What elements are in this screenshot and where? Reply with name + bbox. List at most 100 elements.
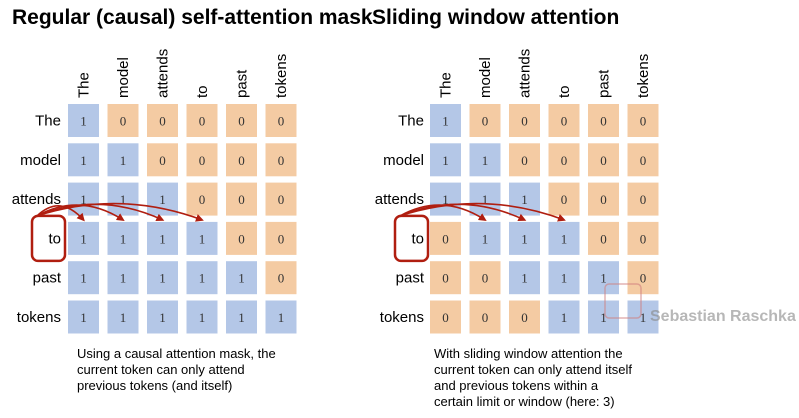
mask-cell [588,143,619,177]
mask-cell-value: 1 [80,153,87,168]
mask-cell [548,143,580,177]
mask-cell [226,104,257,137]
mask-cell-value: 0 [640,153,647,168]
mask-cell [430,182,461,216]
mask-cell [68,261,99,295]
column-header: model [115,57,132,98]
mask-cell-value: 0 [278,271,285,286]
row-label: attends [12,191,61,208]
watermark-text: Sebastian Raschka [650,308,796,325]
caption-line: With sliding window attention the [434,346,623,361]
mask-cell-value: 1 [159,231,166,246]
focus-token-box [30,214,67,263]
mask-cell [430,143,461,177]
mask-cell-value: 0 [238,114,245,129]
mask-cell [68,300,99,334]
mask-cell-value: 1 [199,271,206,286]
mask-cell [107,104,139,137]
mask-cell-value: 1 [159,192,166,207]
mask-cell-value: 0 [278,192,285,207]
panel-title: Sliding window attention [372,6,619,29]
mask-cell [588,182,619,216]
mask-cell-value: 1 [120,271,127,286]
mask-cell [548,261,580,295]
mask-cell [186,143,218,177]
mask-cell-value: 0 [482,310,489,325]
mask-cell [68,104,99,137]
mask-cell [627,300,659,334]
mask-cell-value: 1 [238,271,245,286]
mask-cell-value: 1 [482,231,489,246]
caption-line: current token can only attend [77,362,245,377]
mask-cell [226,143,257,177]
mask-cell-value: 0 [561,192,568,207]
mask-cell [548,300,580,334]
mask-cell [469,300,501,334]
mask-cell-value: 1 [521,192,528,207]
mask-cell-value: 0 [278,114,285,129]
mask-cell [588,261,619,295]
mask-cell [430,261,461,295]
mask-cell-value: 1 [120,231,127,246]
mask-cell-value: 0 [442,271,449,286]
mask-cell [147,143,178,177]
mask-cell-value: 0 [238,231,245,246]
mask-cell-value: 1 [159,310,166,325]
column-header: past [596,69,613,98]
mask-cell [107,261,139,295]
mask-cell [627,104,659,137]
watermark-logo-icon [604,283,642,319]
mask-cell [627,182,659,216]
mask-cell-value: 0 [199,153,206,168]
mask-cell [147,221,178,255]
mask-cell [226,300,257,334]
mask-cell-value: 1 [80,310,87,325]
mask-cell [627,221,659,255]
mask-cell-value: 1 [80,271,87,286]
column-header: The [76,72,93,98]
mask-cell-value: 0 [199,192,206,207]
mask-cell [548,104,580,137]
caption-line: and previous tokens within a [434,378,599,393]
mask-cell-value: 0 [640,114,647,129]
mask-cell [469,261,501,295]
caption-line: previous tokens (and itself) [77,378,232,393]
mask-cell [509,300,540,334]
mask-cell-value: 1 [482,192,489,207]
row-label: past [33,270,62,287]
mask-cell [548,182,580,216]
column-header: model [477,57,494,98]
mask-cell-value: 1 [80,114,87,129]
mask-cell [430,104,461,137]
mask-cell [107,300,139,334]
mask-cell-value: 0 [278,231,285,246]
mask-cell-value: 1 [561,310,568,325]
mask-cell [469,143,501,177]
caption-line: Using a causal attention mask, the [77,346,276,361]
mask-cell-value: 0 [482,114,489,129]
row-label: model [20,152,61,169]
mask-cell-value: 0 [521,310,528,325]
mask-cell-value: 1 [238,310,245,325]
mask-cell-value: 0 [600,231,607,246]
mask-cell [265,221,297,255]
mask-cell-value: 1 [442,192,449,207]
mask-cell [588,221,619,255]
mask-cell-value: 0 [442,310,449,325]
mask-cell [265,182,297,216]
column-header: to [556,85,573,98]
mask-cell-value: 1 [199,231,206,246]
column-header: attends [517,49,534,98]
mask-cell-value: 1 [80,192,87,207]
mask-cell-value: 0 [600,114,607,129]
mask-cell [265,143,297,177]
mask-cell-value: 1 [561,231,568,246]
mask-cell-value: 0 [159,114,166,129]
panel-title: Regular (causal) self-attention mask [12,6,373,29]
caption-line: certain limit or window (here: 3) [434,394,615,409]
column-header: The [438,72,455,98]
mask-cell [469,221,501,255]
mask-cell-value: 0 [640,192,647,207]
mask-cell-value: 1 [600,271,607,286]
